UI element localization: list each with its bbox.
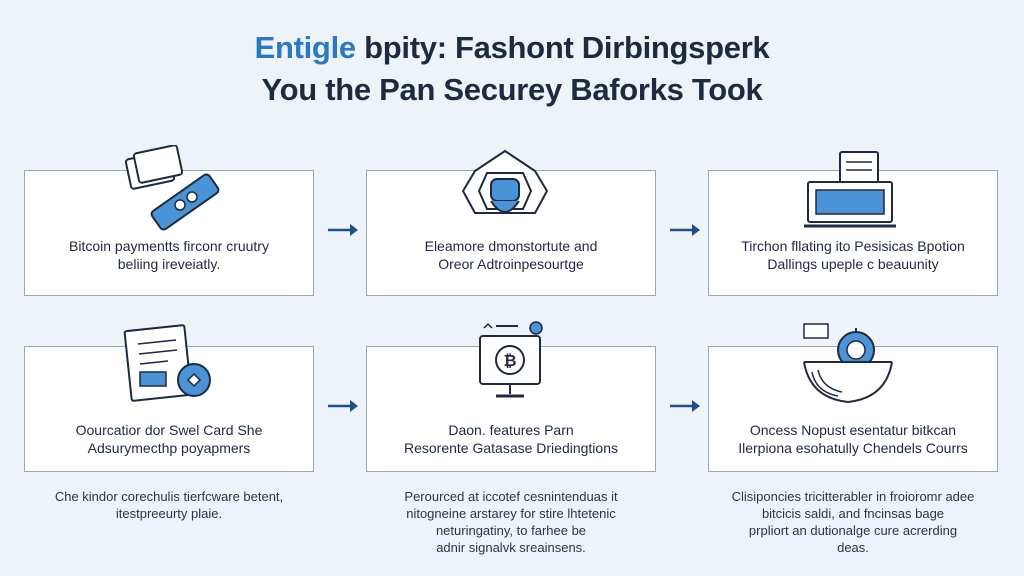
arrow-right-icon xyxy=(328,224,358,236)
footnote-3-line-1: Clisiponcies tricitterabler in froioromr… xyxy=(731,489,975,504)
footnote-2: Perourced at iccotef cesnintenduas it ni… xyxy=(366,488,656,556)
footnote-2-line-2: nitogneine arstarey for stire lhtetenic xyxy=(406,506,616,521)
step-text-6-line-2: Ilerpiona esohatully Chendels Courrs xyxy=(738,440,968,456)
footnote-1-line-2: itestpreeurty plaie. xyxy=(115,506,223,521)
shield-wallet-icon xyxy=(461,149,549,214)
step-card-4: Oourcatior dor Swel Card She Adsurymecth… xyxy=(24,346,314,472)
title-accent: Entigle xyxy=(254,30,357,65)
arrow-right-icon xyxy=(670,400,700,412)
footnote-2-line-1: Perourced at iccotef cesnintenduas it xyxy=(404,489,618,504)
footnote-1-line-1: Che kindor corechulis tierfcware betent, xyxy=(54,489,284,504)
step-text-2-line-1: Eleamore dmonstortute and xyxy=(424,238,598,254)
step-text-5-line-1: Daon. features Parn xyxy=(448,422,574,438)
footnote-3-line-2: bitcicis saldi, and fncinsas bage xyxy=(761,506,945,521)
step-card-1: Bitcoin paymentts firconr cruutry beliin… xyxy=(24,170,314,296)
step-text-3-line-1: Tirchon fllating ito Pesisicas Bpotion xyxy=(741,238,965,254)
title-line-1-rest: bpity: Fashont Dirbingsperk xyxy=(355,30,770,65)
step-text-4: Oourcatior dor Swel Card She Adsurymecth… xyxy=(25,421,313,457)
crypto-card-icon xyxy=(124,145,220,231)
step-text-3: Tirchon fllating ito Pesisicas Bpotion D… xyxy=(709,237,997,273)
step-text-1: Bitcoin paymentts firconr cruutry beliin… xyxy=(25,237,313,273)
footnote-3: Clisiponcies tricitterabler in froioromr… xyxy=(700,488,1006,556)
step-text-2-line-2: Oreor Adtroinpesourtge xyxy=(438,256,584,272)
step-text-4-line-1: Oourcatior dor Swel Card She xyxy=(75,422,263,438)
arrow-right-icon xyxy=(670,224,700,236)
step-text-1-line-2: beliing ireveiatly. xyxy=(117,256,221,272)
step-text-1-line-1: Bitcoin paymentts firconr cruutry xyxy=(69,238,269,254)
laptop-chart-icon xyxy=(804,151,896,228)
title-line-1: Entigle bpity: Fashont Dirbingsperk xyxy=(0,30,1024,66)
footnote-2-line-4: adnir signalvk sreainsens. xyxy=(436,540,586,555)
step-text-6-line-1: Oncess Nopust esentatur bitkcan xyxy=(749,422,957,438)
bitcoin-terminal-icon: ₿ xyxy=(479,321,543,398)
title-line-2: You the Pan Securey Baforks Took xyxy=(261,72,763,107)
svg-text:₿: ₿ xyxy=(503,351,516,370)
document-card-icon xyxy=(123,324,211,402)
step-text-5: Daon. features Parn Resorente Gatasase D… xyxy=(367,421,655,457)
footnote-3-line-3: prpliort an dutionalge cure acrerding xyxy=(748,523,958,538)
arrow-right-icon xyxy=(328,400,358,412)
step-text-3-line-2: Dallings upeple c beauunity xyxy=(767,256,939,272)
step-text-4-line-2: Adsurymecthp poyapmers xyxy=(87,440,251,456)
step-text-5-line-2: Resorente Gatasase Driedingtions xyxy=(403,440,618,456)
footnote-3-line-4: deas. xyxy=(837,540,869,555)
step-card-2: Eleamore dmonstortute and Oreor Adtroinp… xyxy=(366,170,656,296)
bitcoin-scale-icon xyxy=(803,323,893,404)
step-text-2: Eleamore dmonstortute and Oreor Adtroinp… xyxy=(367,237,655,273)
footnote-2-line-3: neturingatiny, to farhee be xyxy=(435,523,587,538)
footnote-1: Che kindor corechulis tierfcware betent,… xyxy=(24,488,314,522)
step-text-6: Oncess Nopust esentatur bitkcan Ilerpion… xyxy=(709,421,997,457)
